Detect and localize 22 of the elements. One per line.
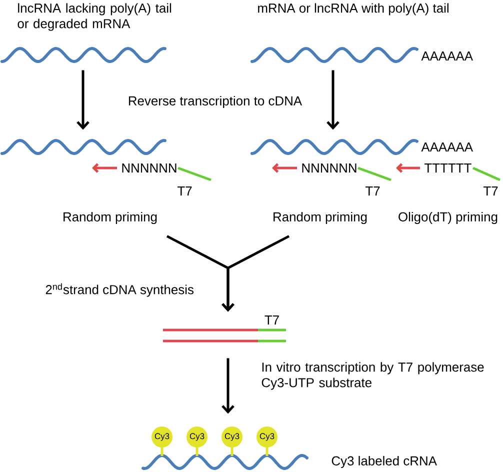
arrow (222, 235, 290, 312)
promoter-label: T7 (484, 186, 498, 196)
heading-text: lncRNA lacking poly(A) tail or degraded mRNA (18, 3, 172, 31)
heading-text: mRNA or lncRNA with poly(A) tail (258, 3, 448, 16)
method-label: Random priming (274, 212, 367, 224)
primer-sequence-label: TTTTTT (424, 164, 472, 172)
promoter-label: T7 (178, 186, 192, 196)
promoter-label: T7 (366, 186, 380, 196)
primer-sequence-label: NNNNNN (122, 164, 176, 172)
primer-sequence-label: NNNNNN (302, 164, 356, 172)
method-label: Oligo(dT) priming (398, 212, 498, 224)
arrow (222, 358, 234, 414)
arrow (76, 70, 90, 130)
promoter-label: T7 (264, 316, 279, 324)
step-label: 2$^{nd}$strand cDNA synthesis (46, 283, 194, 297)
step-label: Reverse transcription to cDNA (128, 96, 302, 108)
arrow (326, 70, 340, 130)
step-label: In vitro transcription by T7 polymerase Cy3-UTP substrate (262, 362, 484, 390)
product-label: Cy3 labeled cRNA (332, 456, 437, 468)
poly-a-tail-label: AAAAAA (421, 52, 473, 60)
poly-a-tail-label: AAAAAA (421, 142, 473, 152)
method-label: Random priming (64, 212, 157, 224)
